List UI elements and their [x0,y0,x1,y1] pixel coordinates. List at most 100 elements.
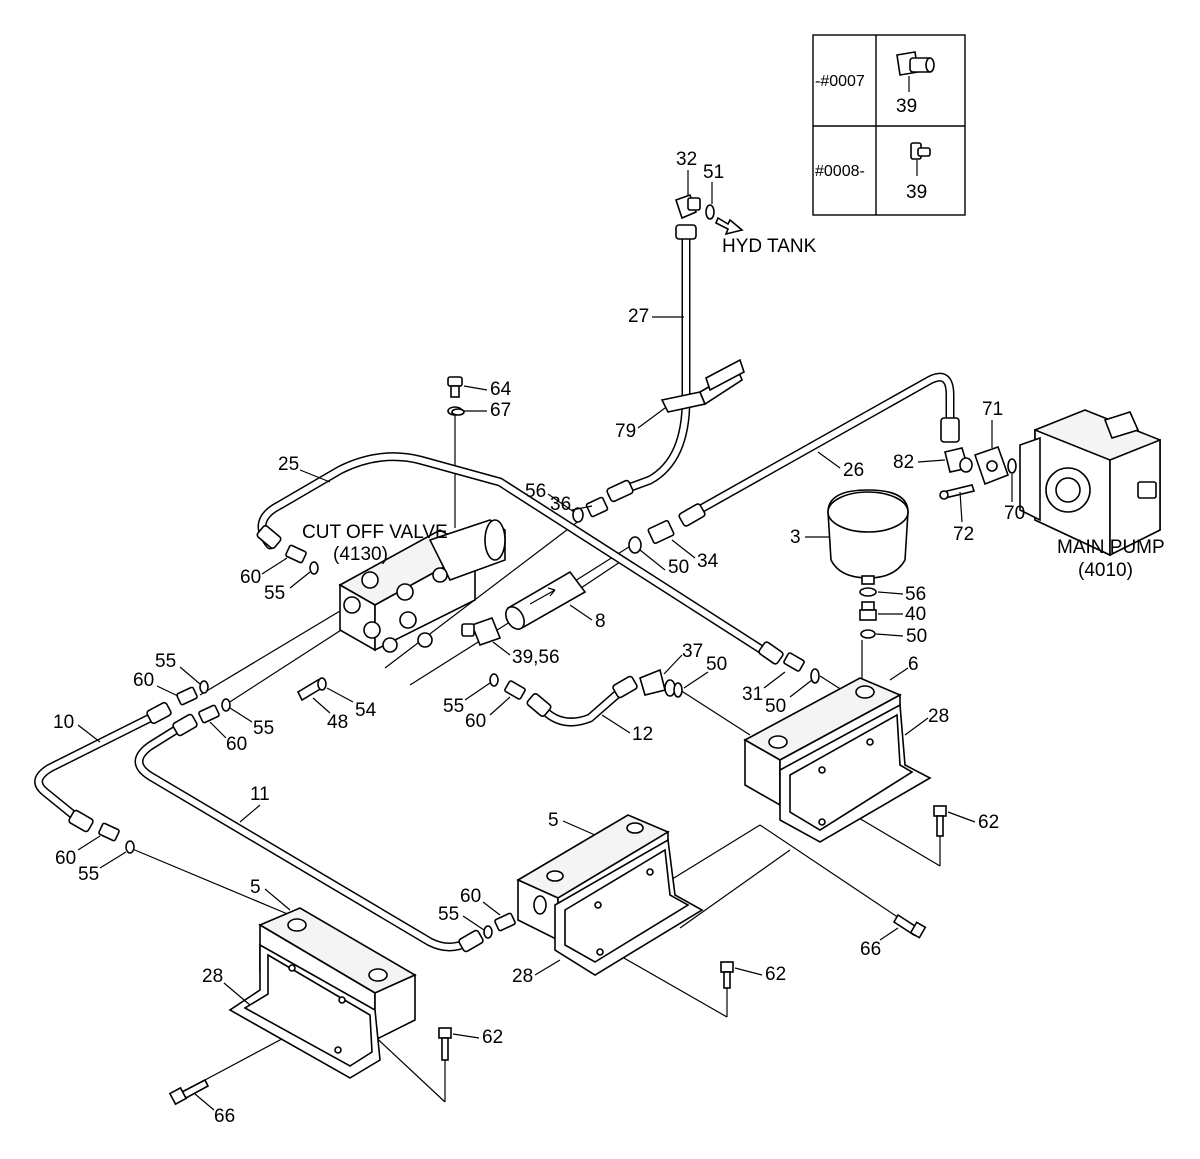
callout-60-d: 60 [55,848,76,869]
hose-10 [34,709,163,827]
callout-62-right: 62 [978,812,999,833]
bolt-66-left [168,1078,210,1106]
hose-12 [535,685,627,727]
callout-28-center: 28 [512,966,533,987]
hose-25 [257,452,775,660]
tee-fitting-icon [896,51,935,92]
oring-56-accumulator [859,587,877,597]
callout-64: 64 [490,379,512,400]
main-pump-ref: (4010) [1078,560,1133,581]
bolt-62-center [720,961,734,989]
cut-off-valve [338,519,506,653]
callout-50-d: 50 [765,696,786,717]
elbow-32 [674,193,715,220]
callout-70: 70 [1004,503,1025,524]
serial-range-late: #0008- [815,163,865,180]
hyd-tank-arrow-icon [714,216,744,236]
callout-55-d: 55 [78,864,99,885]
callout-60-b: 60 [133,670,154,691]
callout-60-f: 60 [460,886,481,907]
callout-72: 72 [953,524,974,545]
callout-37: 37 [682,641,703,662]
callout-62-left: 62 [482,1027,503,1048]
tee-37 [639,668,676,697]
bolt-72 [939,484,976,500]
cut-off-valve-label: CUT OFF VALVE [302,522,448,543]
callout-82: 82 [893,452,914,473]
callout-50-a: 50 [668,557,689,578]
hose-27 [607,230,691,499]
callout-67: 67 [490,400,511,421]
callout-28-right: 28 [928,706,949,727]
callout-48: 48 [327,712,348,733]
block-6-assembly [743,677,932,843]
bolt-62-right [933,805,947,837]
serial-inset-table: -#0007 #0008- 39 39 [812,34,966,216]
callout-12: 12 [632,724,653,745]
callout-60-a: 60 [240,567,261,588]
cut-off-valve-ref: (4130) [333,544,388,565]
hose-fittings [68,224,960,953]
callout-40: 40 [905,604,926,625]
callout-31: 31 [742,684,763,705]
oring-70 [1007,458,1017,474]
callout-8: 8 [595,611,606,632]
adapter-40 [859,601,877,621]
block-5-left-assembly [228,907,417,1079]
flange-71 [973,445,1010,486]
callout-27: 27 [628,306,649,327]
callout-62-center: 62 [765,964,786,985]
callout-56-a: 56 [525,481,546,502]
adapter-34 [628,519,675,554]
callout-34: 34 [697,551,719,572]
callout-51: 51 [703,162,724,183]
callout-28-left: 28 [202,966,223,987]
hyd-tank-label: HYD TANK [722,236,817,257]
callout-66-right: 66 [860,939,881,960]
clamp-79 [660,358,745,413]
bolt-66-right [892,913,927,939]
small-fittings [98,408,820,939]
callout-55-c: 55 [253,718,274,739]
callouts: 3 5 5 6 8 10 11 12 25 26 27 28 28 28 31 … [53,149,1025,1127]
callout-11: 11 [250,784,270,805]
inset-part-39-late: 39 [906,182,927,203]
callout-39-56: 39,56 [512,647,560,668]
callout-50-c: 50 [706,654,727,675]
bolt-62-left [438,1027,452,1061]
callout-56-b: 56 [905,584,926,605]
callout-54: 54 [355,700,377,721]
callout-55-f: 55 [438,904,459,925]
callout-6: 6 [908,654,919,675]
accumulator-3 [827,489,909,585]
callout-60-e: 60 [465,711,486,732]
callout-66-left: 66 [214,1106,235,1127]
callout-5-left: 5 [250,877,261,898]
callout-50-b: 50 [906,626,927,647]
callout-32: 32 [676,149,697,170]
main-pump [1019,409,1161,557]
elbow-82 [944,447,973,473]
callout-10: 10 [53,712,74,733]
callout-5-center: 5 [548,810,559,831]
callout-55-b: 55 [155,651,176,672]
check-valve-8 [505,570,587,630]
hose-11 [134,721,473,952]
inset-part-39-early: 39 [896,96,917,117]
callout-79: 79 [615,421,636,442]
adapter-36 [572,496,609,523]
callout-55-e: 55 [443,696,464,717]
oring-50-accumulator [860,629,876,639]
elbow-39 [461,616,502,647]
hose-26 [685,372,955,520]
callout-55-a: 55 [264,583,285,604]
callout-71: 71 [982,399,1003,420]
callout-25: 25 [278,454,299,475]
elbow-fitting-icon [910,142,931,176]
serial-range-early: -#0007 [815,73,865,90]
block-5-center-assembly [516,814,704,976]
callout-26: 26 [843,460,864,481]
main-pump-label: MAIN PUMP [1057,537,1165,558]
callout-60-c: 60 [226,734,247,755]
